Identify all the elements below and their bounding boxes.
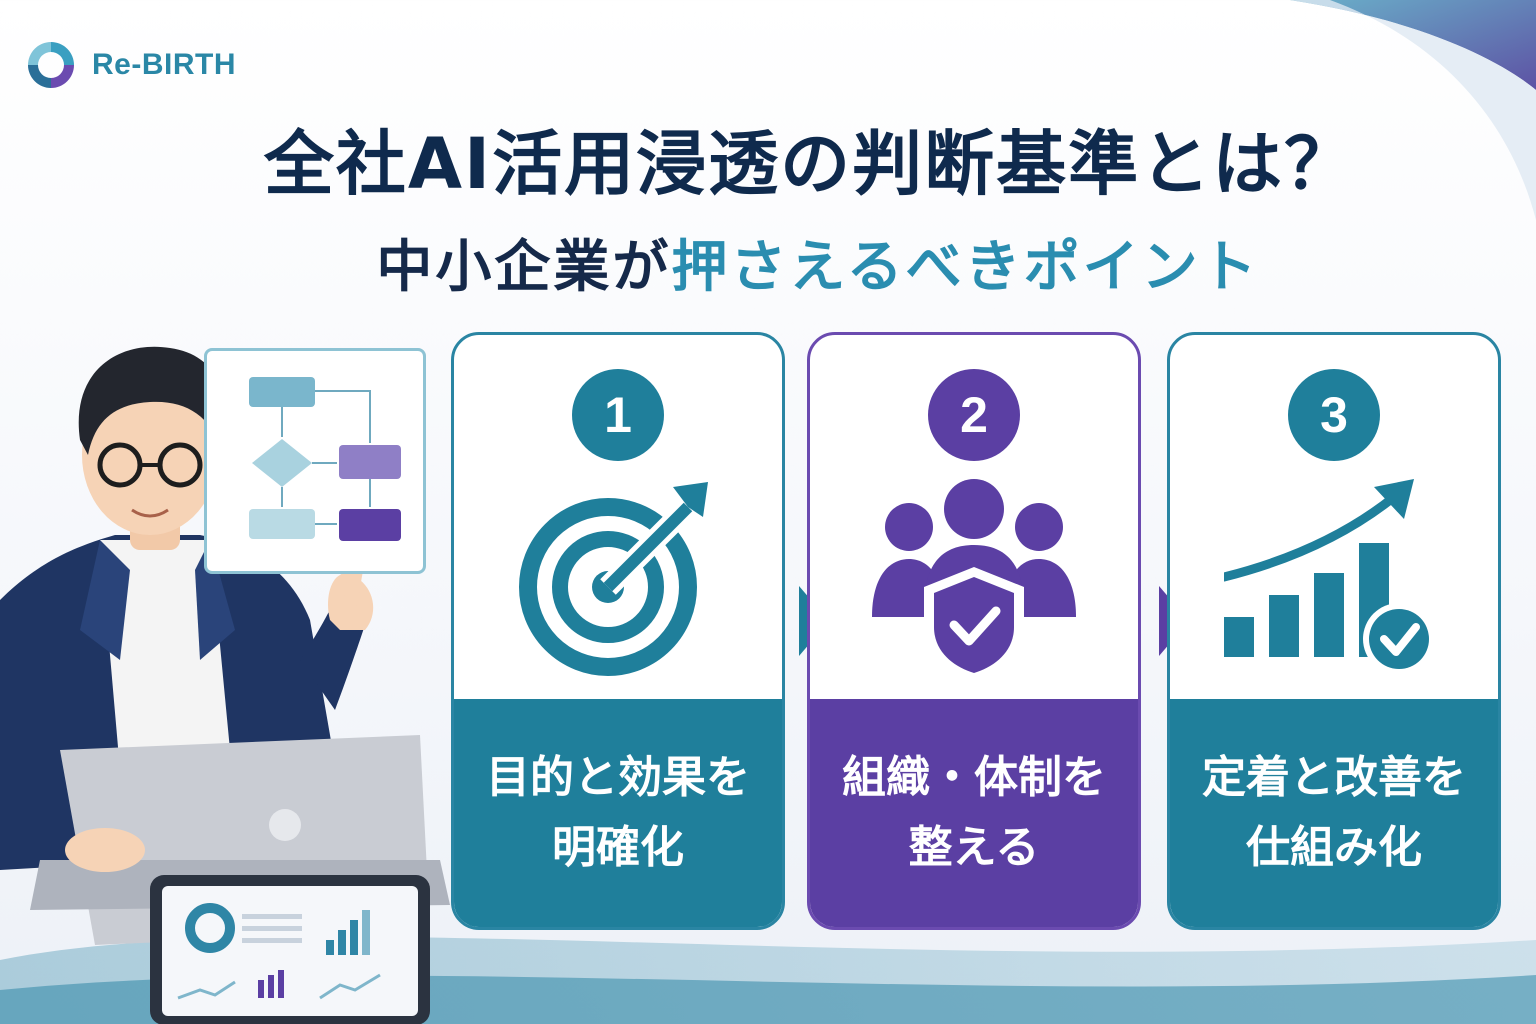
subtitle-prefix: 中小企業が xyxy=(376,235,672,300)
subtitle-highlight: 押さえるべきポイント xyxy=(671,235,1260,300)
team-shield-icon xyxy=(872,479,1076,682)
point-label-line2: 明確化 xyxy=(552,822,684,873)
step-number-badge: 2 xyxy=(928,369,1020,461)
step-number-badge: 1 xyxy=(572,369,664,461)
businessman-illustration xyxy=(0,346,450,1024)
point-card-3: 3 定着と改善を 仕組み化 xyxy=(1167,332,1501,930)
point-label-3: 定着と改善を 仕組み化 xyxy=(1170,699,1498,927)
flowchart-diagram xyxy=(249,377,401,541)
page-subtitle: 中小企業が押さえるべきポイント xyxy=(0,222,1536,303)
brand-name: Re-BIRTH xyxy=(92,48,236,81)
page-title: 全社AI活用浸透の判断基準とは？ xyxy=(263,123,1357,205)
growth-chart-check-icon xyxy=(1224,479,1435,675)
point-label-2: 組織・体制を 整える xyxy=(810,699,1138,927)
rebirth-logo-icon xyxy=(28,42,74,88)
point-label-line1: 組織・体制を xyxy=(842,752,1106,803)
target-arrow-icon xyxy=(519,482,708,676)
point-card-1: 1 目的と効果を 明確化 xyxy=(451,332,785,930)
flowchart-card xyxy=(204,348,426,574)
brand-logo[interactable]: Re-BIRTH xyxy=(22,36,236,94)
point-label-line1: 目的と効果を xyxy=(486,752,750,803)
point-label-line2: 整える xyxy=(908,822,1040,873)
step-number-badge: 3 xyxy=(1288,369,1380,461)
point-label-1: 目的と効果を 明確化 xyxy=(454,699,782,927)
point-card-2: 2 組織・体制を 整える xyxy=(807,332,1141,930)
point-label-line1: 定着と改善を xyxy=(1202,752,1466,803)
point-label-line2: 仕組み化 xyxy=(1246,822,1422,873)
